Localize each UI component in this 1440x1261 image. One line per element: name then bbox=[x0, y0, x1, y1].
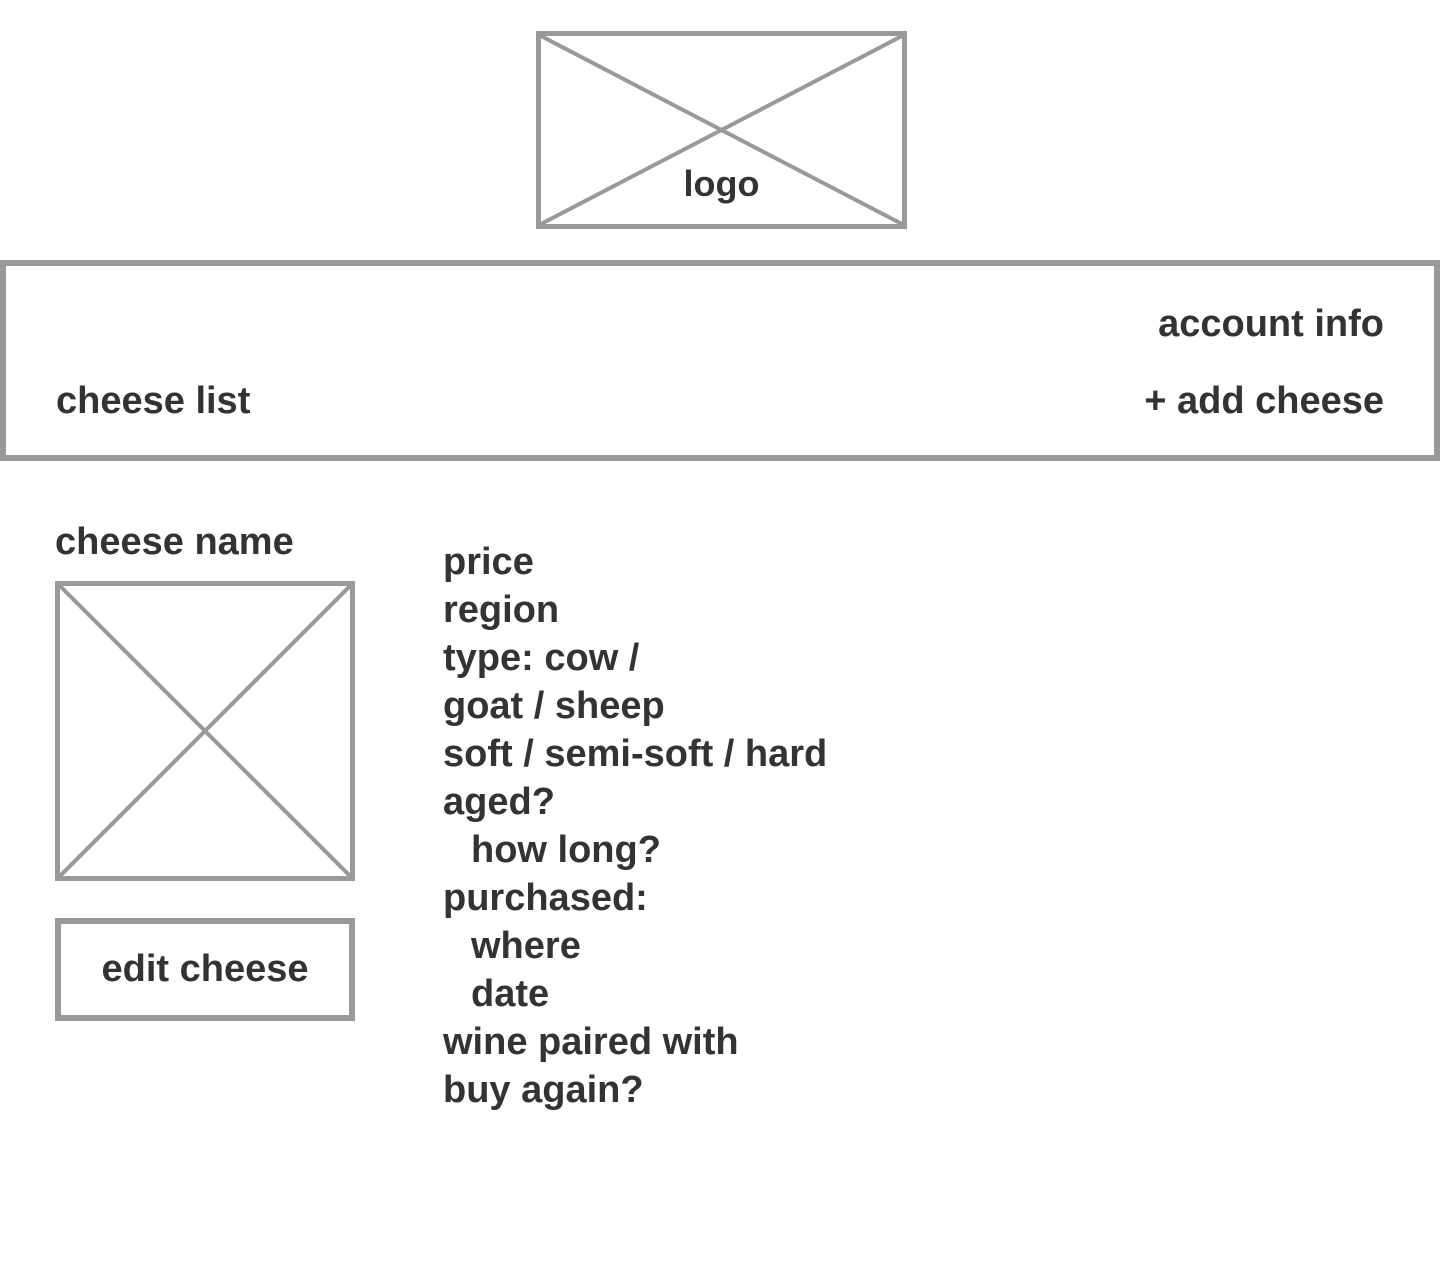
account-info-link[interactable]: account info bbox=[1158, 303, 1384, 345]
cheese-details-list: price region type: cow / goat / sheep so… bbox=[443, 538, 827, 1114]
nav-bar: account info cheese list + add cheese bbox=[0, 260, 1440, 461]
image-placeholder-icon bbox=[541, 36, 902, 224]
detail-purchased-date: date bbox=[471, 973, 550, 1015]
detail-purchased-where: where bbox=[471, 925, 581, 967]
detail-type-continued: goat / sheep bbox=[443, 685, 665, 727]
detail-aged-duration: how long? bbox=[471, 829, 661, 871]
detail-buy-again: buy again? bbox=[443, 1069, 644, 1111]
add-cheese-link[interactable]: + add cheese bbox=[1144, 380, 1384, 422]
logo-label: logo bbox=[683, 163, 760, 204]
cheese-name-heading: cheese name bbox=[55, 521, 294, 563]
detail-type: type: cow / bbox=[443, 637, 640, 679]
cheese-image-placeholder bbox=[55, 581, 355, 881]
detail-region: region bbox=[443, 589, 560, 631]
detail-wine-pairing: wine paired with bbox=[443, 1021, 739, 1063]
detail-aged: aged? bbox=[443, 781, 555, 823]
logo-placeholder[interactable]: logo bbox=[536, 31, 907, 229]
detail-purchased: purchased: bbox=[443, 877, 648, 919]
detail-texture: soft / semi-soft / hard bbox=[443, 733, 828, 775]
cheese-list-link[interactable]: cheese list bbox=[56, 380, 251, 422]
image-placeholder-icon bbox=[60, 586, 350, 876]
edit-cheese-button[interactable]: edit cheese bbox=[55, 918, 355, 1021]
detail-price: price bbox=[443, 541, 534, 583]
